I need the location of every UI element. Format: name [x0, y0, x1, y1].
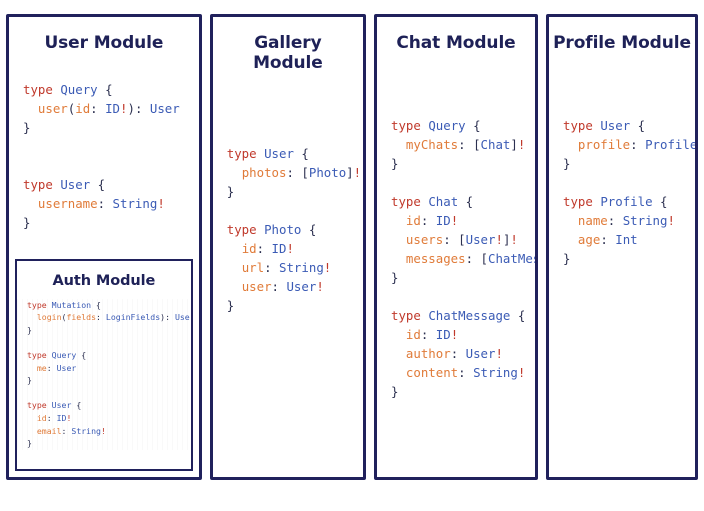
- schema-code-gallery: type User { photos: [Photo]! } type Phot…: [226, 146, 362, 314]
- spacer: [9, 59, 199, 67]
- module-panel-profile[interactable]: Profile Module type User { profile: Prof…: [546, 14, 698, 480]
- module-panel-auth[interactable]: Auth Module type Mutation { login(fields…: [15, 259, 193, 471]
- spacer: [213, 80, 363, 132]
- schema-code-auth: type Mutation { login(fields: LoginField…: [17, 298, 191, 450]
- schema-code-profile: type User { profile: Profile! } type Pro…: [563, 117, 695, 266]
- module-panel-gallery[interactable]: Gallery Module type User { photos: [Phot…: [209, 14, 366, 480]
- module-title-auth: Auth Module: [52, 273, 156, 289]
- module-title-chat: Chat Module: [396, 33, 516, 53]
- module-panel-chat[interactable]: Chat Module type Query { myChats: [Chat]…: [374, 14, 538, 480]
- spacer: [377, 59, 535, 103]
- module-panel-user[interactable]: User Module type Query { user(id: ID!): …: [6, 14, 202, 480]
- module-title-profile: Profile Module: [553, 33, 691, 53]
- module-title-gallery: Gallery Module: [253, 33, 323, 74]
- schema-code-user: type Query { user(id: ID!): User } type …: [23, 81, 180, 230]
- schema-code-chat: type Query { myChats: [Chat]! } type Cha…: [391, 117, 535, 399]
- module-title-user: User Module: [44, 33, 164, 53]
- spacer: [549, 59, 695, 103]
